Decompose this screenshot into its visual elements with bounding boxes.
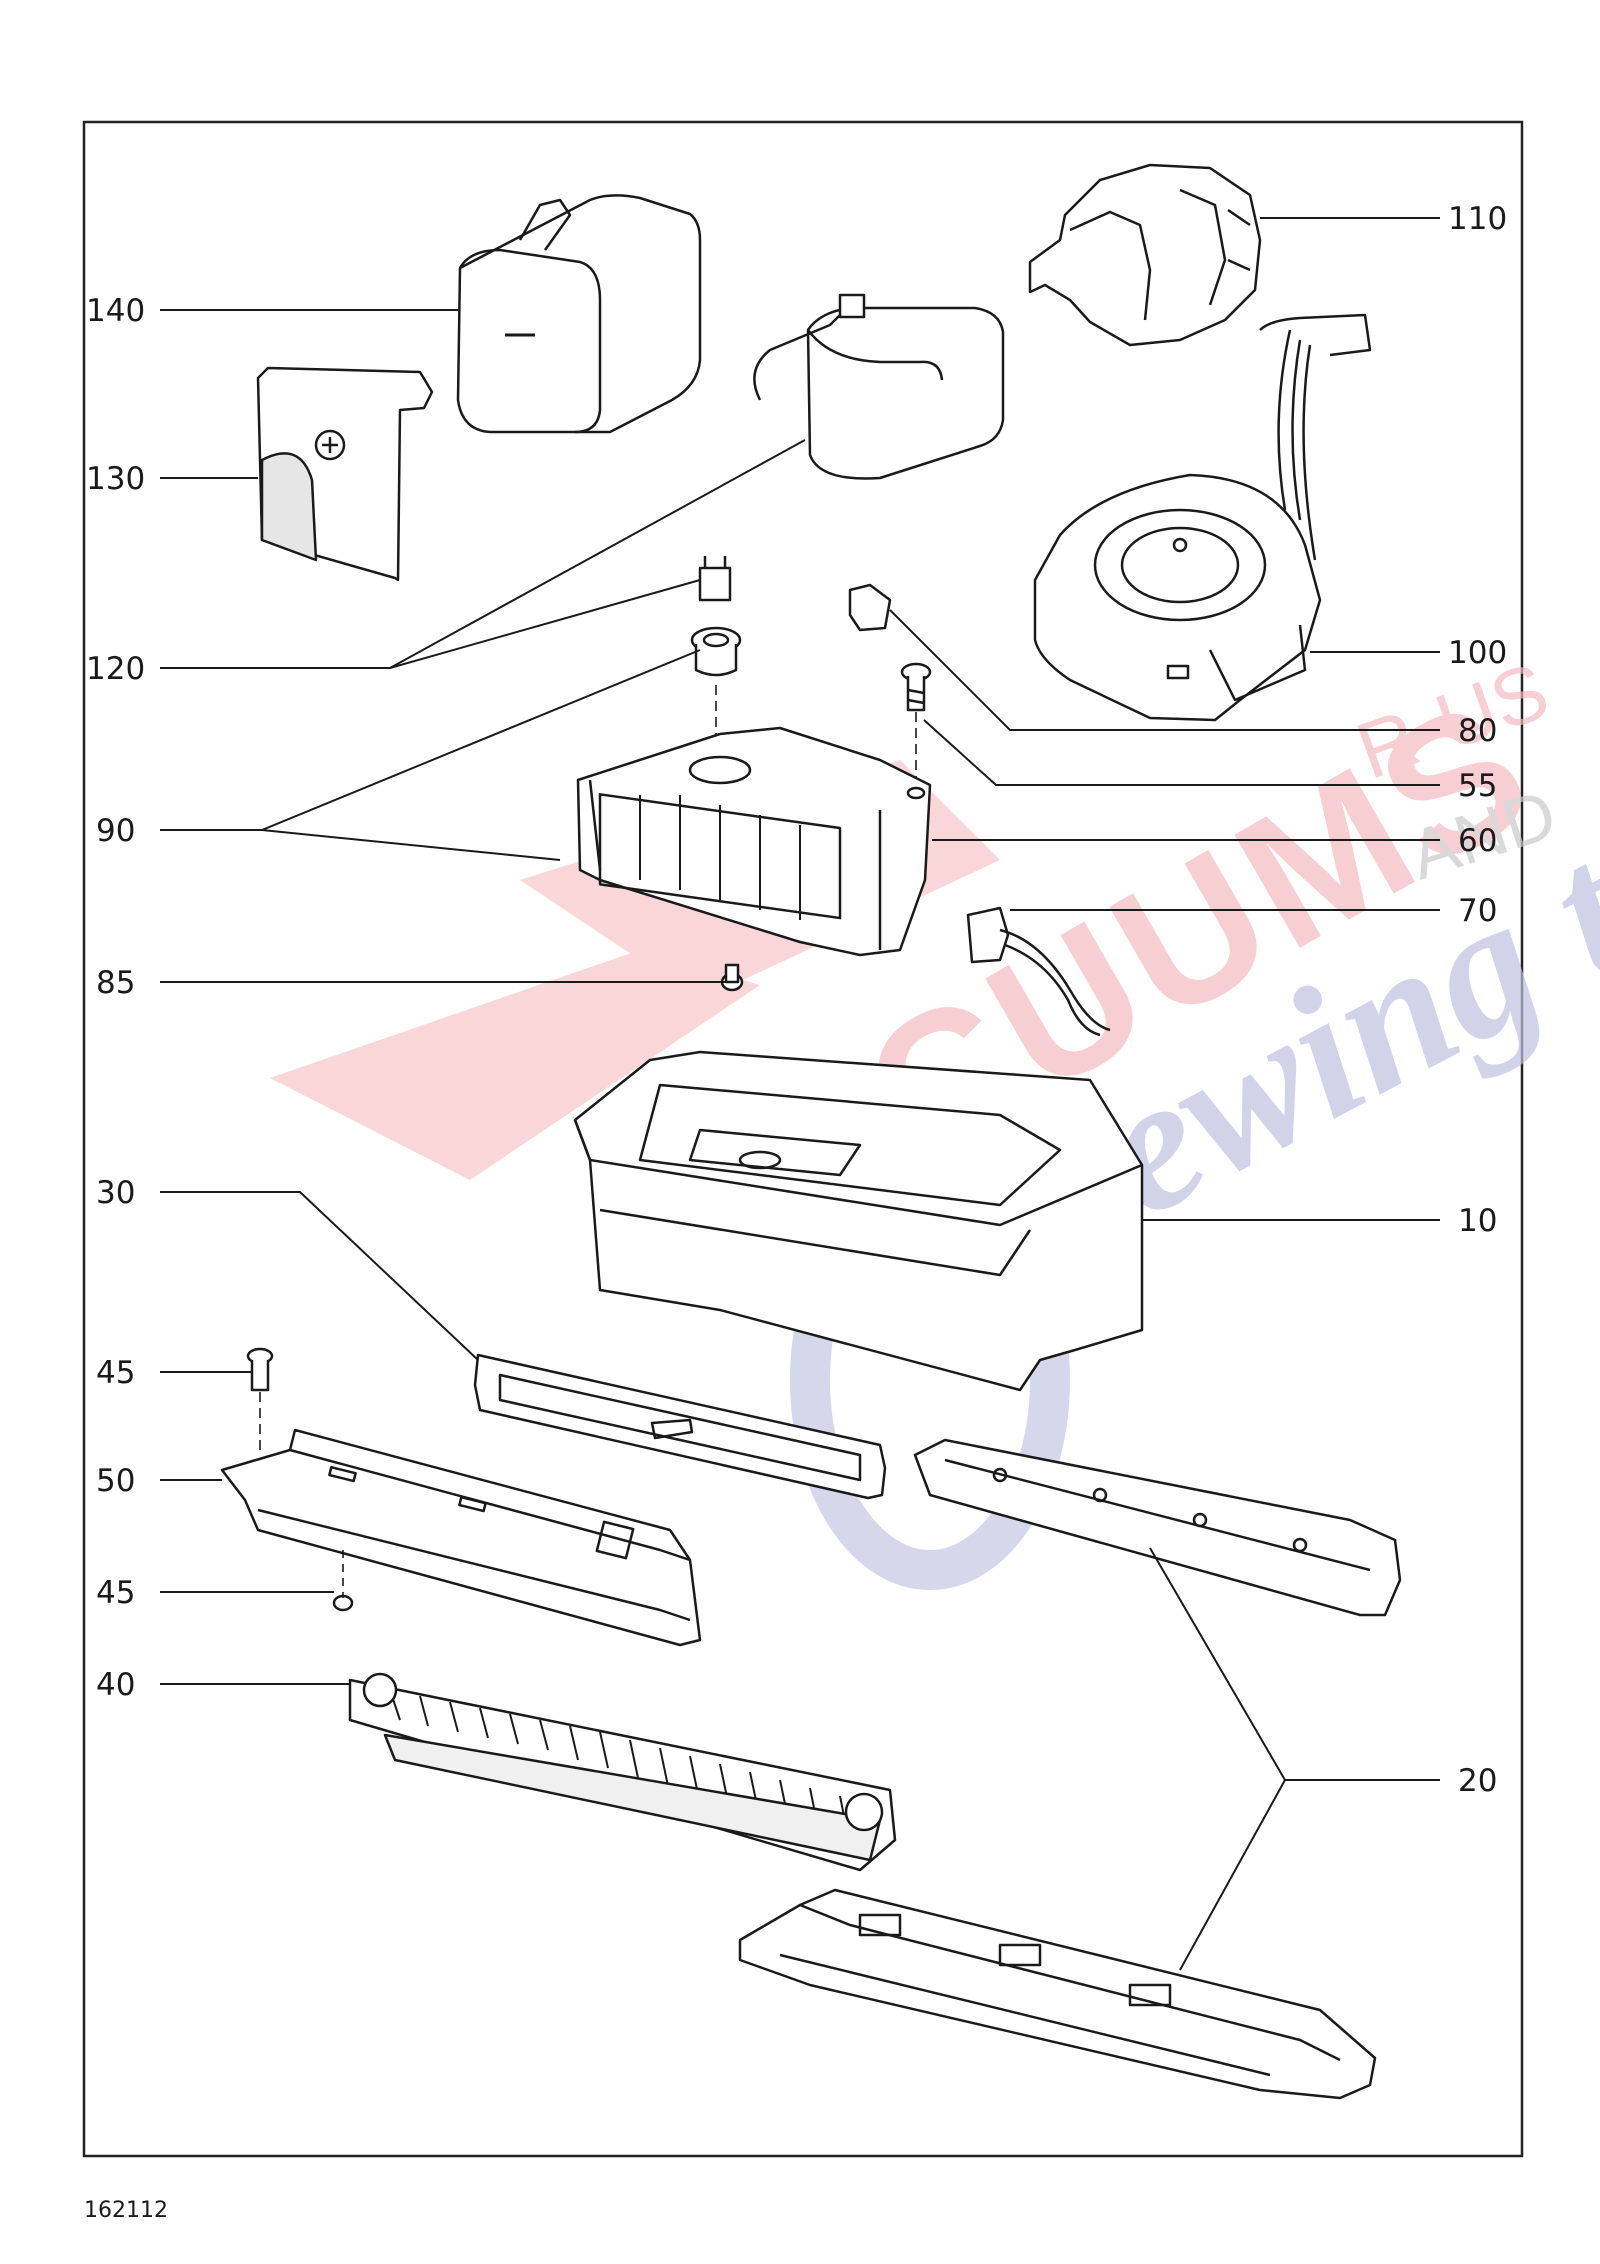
screw-45-top [246, 1347, 274, 1455]
callout-10: 10 [1458, 1203, 1497, 1239]
callout-100: 100 [1448, 635, 1507, 671]
callout-140: 140 [86, 293, 145, 329]
base-plate [738, 1888, 1377, 2100]
connector-clip [698, 556, 732, 602]
leader-20b [1179, 1779, 1286, 1971]
callout-55: 55 [1458, 768, 1497, 804]
callout-50: 50 [96, 1463, 135, 1499]
callout-30: 30 [96, 1175, 135, 1211]
side-cover [256, 366, 434, 582]
screw-top [900, 662, 932, 780]
leader-90b [261, 829, 561, 861]
drawing-frame [82, 120, 1524, 2158]
callout-80: 80 [1458, 713, 1497, 749]
battery-pack-large [456, 194, 702, 434]
callout-120: 120 [86, 651, 145, 687]
leader-80 [889, 609, 1440, 731]
callout-45-bottom: 45 [96, 1575, 135, 1611]
motor-housing [1028, 163, 1262, 347]
filter-cage [576, 726, 932, 957]
battery-pack-small [753, 293, 1005, 480]
blower-fan [1033, 313, 1372, 722]
base-rail [913, 1438, 1402, 1617]
switch-bracket [848, 583, 892, 632]
dust-bin [573, 1050, 1144, 1392]
callout-45-top: 45 [96, 1355, 135, 1391]
leader-30 [160, 1191, 479, 1361]
document-number: 162112 [84, 2198, 168, 2223]
brushroll [348, 1672, 897, 1872]
bushing [690, 626, 742, 740]
microswitch [966, 906, 1111, 1037]
leader-55 [923, 719, 1440, 786]
callout-85: 85 [96, 965, 135, 1001]
leader-120b [160, 579, 701, 669]
callout-130: 130 [86, 461, 145, 497]
callout-70: 70 [1458, 893, 1497, 929]
callout-60: 60 [1458, 823, 1497, 859]
filter-frame [473, 1353, 887, 1500]
callout-40: 40 [96, 1667, 135, 1703]
callout-90: 90 [96, 813, 135, 849]
brush-cover [220, 1428, 702, 1647]
callout-20: 20 [1458, 1763, 1497, 1799]
screw-bottom [720, 963, 744, 992]
callout-110: 110 [1448, 201, 1507, 237]
screw-45-bottom [332, 1550, 354, 1612]
